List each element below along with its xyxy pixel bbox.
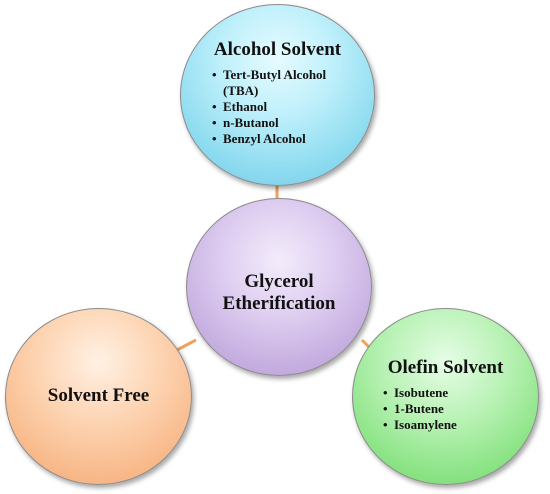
alcohol-solvent-node: Alcohol Solvent Tert-Butyl Alcohol(TBA) … xyxy=(180,4,375,186)
list-item: Tert-Butyl Alcohol(TBA) xyxy=(212,67,326,99)
glycerol-etherification-label: Glycerol Etherification xyxy=(187,271,371,315)
list-item: Isoamylene xyxy=(383,417,457,433)
list-item: Benzyl Alcohol xyxy=(212,131,326,147)
olefin-solvent-title: Olefin Solvent xyxy=(387,357,504,378)
alcohol-solvent-list: Tert-Butyl Alcohol(TBA) Ethanol n-Butano… xyxy=(212,67,326,147)
list-item: 1-Butene xyxy=(383,401,457,417)
solvent-free-title: Solvent Free xyxy=(47,385,150,406)
center-line-2: Etherification xyxy=(222,293,336,314)
olefin-solvent-list: Isobutene 1-Butene Isoamylene xyxy=(383,385,457,433)
olefin-solvent-node: Olefin Solvent Isobutene 1-Butene Isoamy… xyxy=(352,308,539,485)
alcohol-solvent-title: Alcohol Solvent xyxy=(213,39,342,60)
list-item: Ethanol xyxy=(212,99,326,115)
center-line-1: Glycerol xyxy=(244,271,314,292)
solvent-free-node: Solvent Free xyxy=(5,308,192,485)
list-item: Isobutene xyxy=(383,385,457,401)
connector-left xyxy=(176,338,197,352)
list-item: n-Butanol xyxy=(212,115,326,131)
glycerol-etherification-node: Glycerol Etherification xyxy=(186,198,372,376)
